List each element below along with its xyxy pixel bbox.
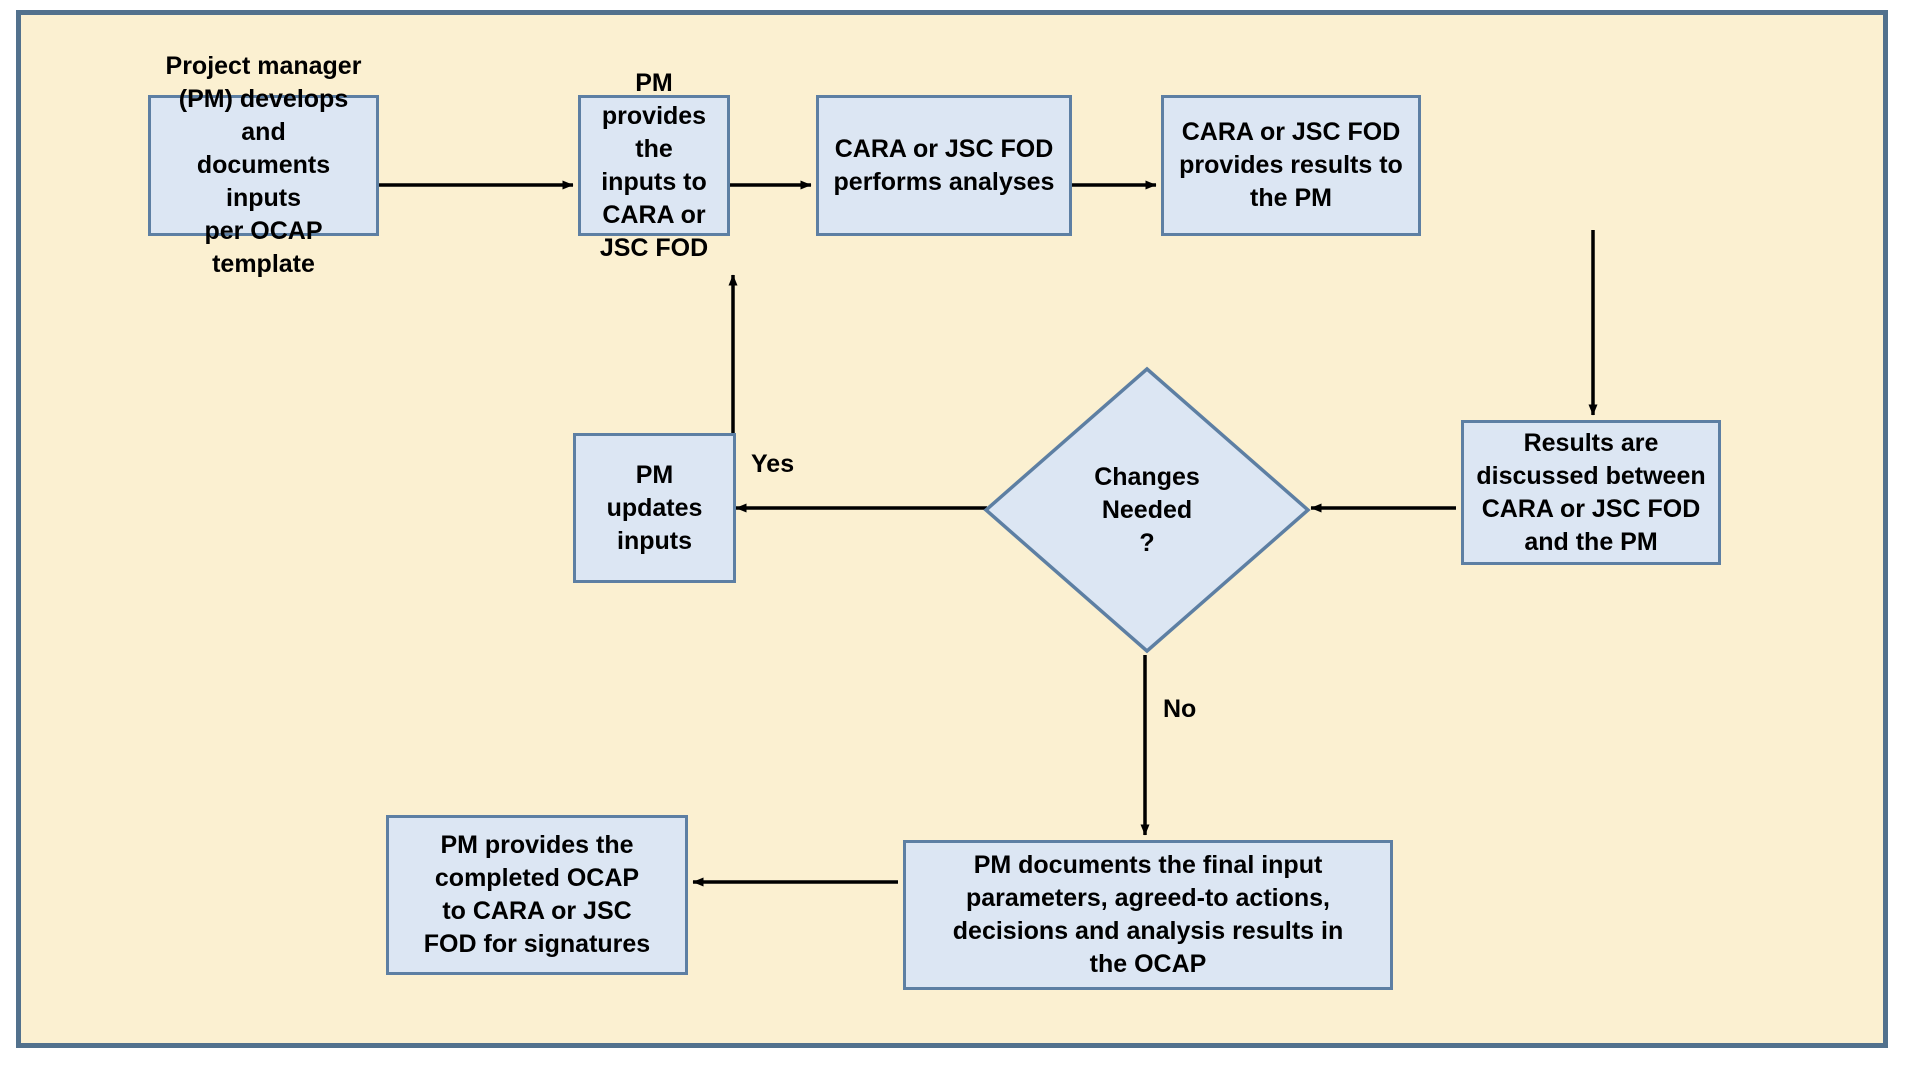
diagram-frame: Project manager (PM) develops and docume…	[16, 10, 1888, 1048]
node-update-inputs[interactable]: PM updates inputs	[573, 433, 736, 583]
node-document-final[interactable]: PM documents the final input parameters,…	[903, 840, 1393, 990]
node-perform-analyses[interactable]: CARA or JSC FOD performs analyses	[816, 95, 1072, 236]
diamond-shape	[983, 366, 1311, 654]
edge-label-no: No	[1163, 695, 1197, 723]
node-provide-inputs[interactable]: PM provides the inputs to CARA or JSC FO…	[578, 69, 730, 262]
node-develop-inputs[interactable]: Project manager (PM) develops and docume…	[148, 52, 379, 278]
node-changes-needed[interactable]: Changes Needed ?	[982, 365, 1312, 655]
edge-label-yes: Yes	[751, 450, 795, 478]
node-provide-completed[interactable]: PM provides the completed OCAP to CARA o…	[386, 815, 688, 975]
node-discuss-results[interactable]: Results are discussed between CARA or JS…	[1461, 420, 1721, 565]
node-provide-results[interactable]: CARA or JSC FOD provides results to the …	[1161, 95, 1421, 236]
